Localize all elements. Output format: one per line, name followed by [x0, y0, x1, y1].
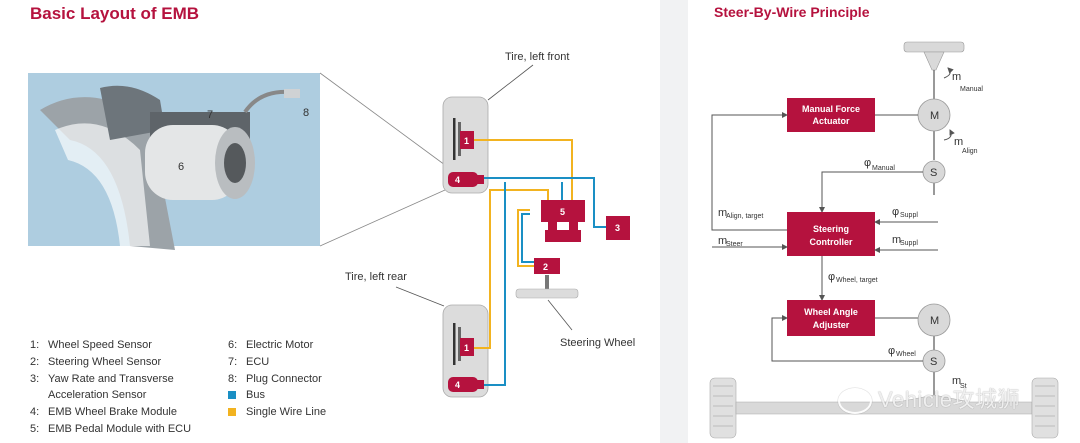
svg-text:2: 2	[543, 262, 548, 272]
svg-text:1: 1	[464, 136, 469, 146]
zoom-line-bottom	[319, 189, 446, 247]
svg-text:φ: φ	[888, 345, 895, 357]
svg-text:Wheel Angle: Wheel Angle	[804, 307, 858, 317]
legend-item: 1:Wheel Speed Sensor	[30, 339, 152, 351]
legend-item: Acceleration Sensor	[48, 389, 147, 401]
legend-item: 6:Electric Motor	[228, 339, 314, 351]
svg-text:m: m	[718, 207, 727, 219]
svg-text:Steer: Steer	[726, 241, 743, 248]
svg-text:3: 3	[615, 223, 620, 233]
svg-text:Wheel: Wheel	[896, 351, 916, 358]
wheel-angle-adjuster	[787, 300, 875, 336]
svg-text:m: m	[952, 375, 961, 387]
emb-title: Basic Layout of EMB	[30, 4, 200, 23]
front-axle	[709, 377, 1059, 439]
legend-item-single-wire: Single Wire Line	[228, 406, 326, 418]
legend-item: 2:Steering Wheel Sensor	[30, 356, 162, 368]
svg-text:Align, target: Align, target	[726, 213, 763, 220]
motor-bottom	[917, 303, 951, 337]
module-4-front: 4	[448, 172, 484, 187]
wechat-logo-icon	[838, 388, 872, 415]
steering-wheel-top	[903, 41, 965, 53]
svg-text:Manual: Manual	[960, 86, 983, 93]
steering-wheel	[515, 288, 579, 299]
svg-text:4: 4	[455, 380, 460, 390]
svg-text:Wheel, target: Wheel, target	[836, 277, 878, 284]
svg-text:Controller: Controller	[809, 237, 852, 247]
bus-swatch	[228, 391, 236, 400]
svg-text:m: m	[892, 234, 901, 246]
bus-lines	[482, 177, 606, 386]
svg-text:φ: φ	[828, 271, 835, 283]
module-3: 3	[606, 216, 630, 240]
legend-item: 7:ECU	[228, 356, 270, 368]
module-1-front: 1	[460, 131, 474, 149]
single-wire-swatch	[228, 408, 236, 417]
sbw-panel: Steer-By-Wire Principle M S m Manual m A…	[688, 0, 1080, 443]
svg-text:Steering: Steering	[813, 224, 849, 234]
emb-panel: Basic Layout of EMB 7 6 8	[0, 0, 660, 443]
svg-text:Suppl: Suppl	[900, 212, 918, 219]
module-4-rear: 4	[448, 377, 484, 392]
legend-item: 5:EMB Pedal Module with ECU	[30, 423, 192, 435]
manual-force-actuator	[787, 98, 875, 132]
emb-diagram: 7 6 8 Tire, left front Tire, left rear S…	[28, 51, 635, 398]
steering-controller	[787, 212, 875, 256]
svg-text:Align: Align	[962, 148, 978, 155]
legend-item-bus: Bus	[228, 389, 265, 401]
watermark: Vehicle攻城狮	[838, 382, 1020, 415]
svg-text:M: M	[930, 110, 939, 122]
svg-text:S: S	[930, 167, 937, 179]
svg-text:m: m	[954, 136, 963, 148]
svg-text:φ: φ	[864, 157, 871, 169]
svg-text:m: m	[718, 235, 727, 247]
steering-wheel-label: Steering Wheel	[560, 337, 635, 349]
single-wire-lines	[474, 139, 573, 349]
photo-label-7: 7	[207, 109, 213, 121]
tire-left-front-label: Tire, left front	[505, 51, 569, 63]
photo-label-6: 6	[178, 161, 184, 173]
sbw-title: Steer-By-Wire Principle	[714, 4, 870, 20]
legend-item: 4:EMB Wheel Brake Module	[30, 406, 177, 418]
module-1-rear: 1	[460, 338, 474, 356]
svg-text:M: M	[930, 315, 939, 327]
svg-text:4: 4	[455, 175, 460, 185]
svg-text:5: 5	[560, 207, 565, 217]
svg-text:m: m	[952, 71, 961, 83]
svg-text:Suppl: Suppl	[900, 240, 918, 247]
legend-item: 3:Yaw Rate and Transverse	[30, 373, 174, 385]
zoom-line-top	[319, 72, 446, 166]
svg-text:φ: φ	[892, 206, 899, 218]
svg-text:Manual: Manual	[872, 165, 895, 172]
legend-item: 8:Plug Connector	[228, 373, 322, 385]
svg-text:Actuator: Actuator	[812, 116, 849, 126]
svg-text:Manual Force: Manual Force	[802, 104, 860, 114]
module-2: 2	[534, 258, 560, 274]
svg-text:St: St	[960, 383, 967, 390]
sbw-diagram: M S m Manual m Align Manual Force Actuat…	[709, 41, 1059, 439]
module-5: 5	[541, 200, 585, 242]
svg-text:Adjuster: Adjuster	[813, 320, 850, 330]
svg-text:S: S	[930, 356, 937, 368]
svg-text:1: 1	[464, 343, 469, 353]
photo-label-8: 8	[303, 107, 309, 119]
tire-left-rear-label: Tire, left rear	[345, 271, 407, 283]
caliper-photo	[28, 73, 320, 250]
